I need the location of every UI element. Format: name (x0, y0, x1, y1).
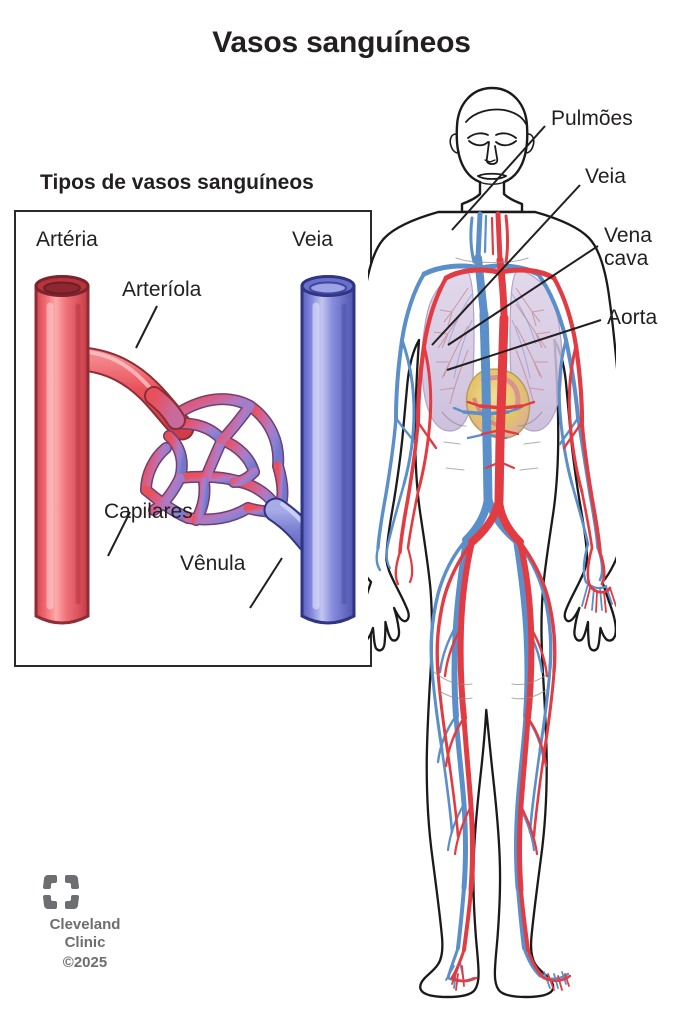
inset-panel-heading: Tipos de vasos sanguíneos (40, 171, 314, 194)
callout-label-lungs: Pulmões (551, 107, 633, 130)
vein-cylinder (300, 275, 356, 625)
artery-cylinder (34, 275, 90, 625)
page-title: Vasos sanguíneos (212, 26, 471, 59)
inset-label-arteriole: Arteríola (122, 278, 202, 301)
arteries-network (394, 211, 616, 991)
callout-label-vena-cava-line1: Vena (604, 224, 652, 247)
body-contour-lines (433, 257, 551, 700)
inset-leader-lines (107, 305, 283, 609)
callout-label-aorta: Aorta (607, 306, 658, 329)
inset-label-vein: Veia (292, 228, 333, 251)
callout-label-vena-cava-line2: cava (604, 246, 649, 270)
vessel-types-illustration (34, 275, 356, 625)
brand-name: Cleveland Clinic (30, 916, 140, 951)
inset-label-capillaries: Capilares (104, 500, 193, 523)
copyright-notice: ©2025 (62, 954, 108, 972)
cleveland-clinic-logo: Cleveland Clinic ©2025 (30, 874, 170, 971)
inset-label-venule: Vênula (180, 552, 246, 575)
inset-label-artery: Artéria (36, 228, 98, 251)
brand-name-line2: Clinic (64, 933, 106, 951)
callout-label-vein: Veia (585, 165, 626, 188)
human-circulatory-figure (368, 86, 616, 999)
cleveland-clinic-mark-icon (43, 875, 79, 909)
brand-name-line1: Cleveland (49, 916, 121, 933)
callout-label-vena-cava: Vena cava (604, 224, 652, 270)
